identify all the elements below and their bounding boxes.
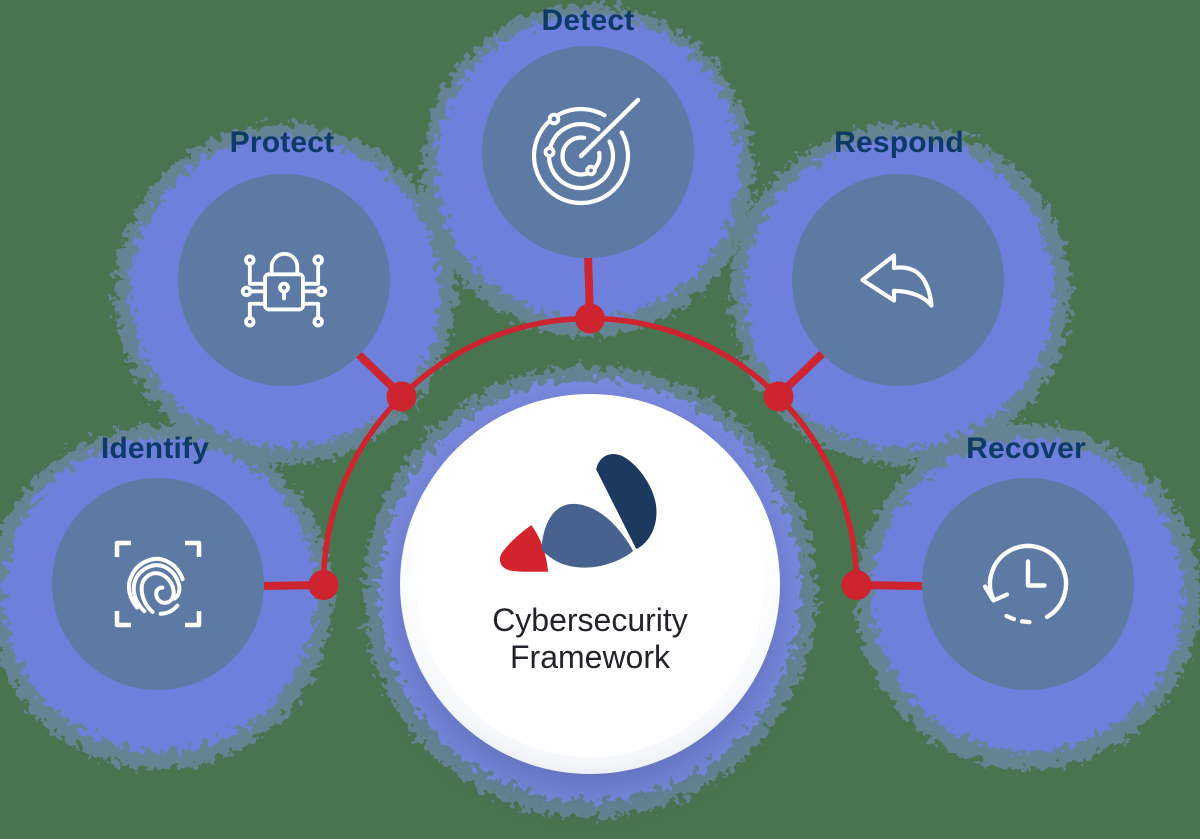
radar-needle: [578, 97, 641, 159]
lock-shackle: [269, 252, 300, 277]
radar-middle-ring: [546, 121, 616, 191]
fingerprint-scan-icon: [114, 540, 202, 628]
radar-inner-ring: [560, 135, 602, 177]
dot-recover: [841, 570, 872, 600]
connector-layer: [258, 250, 927, 600]
framework-title-line2: Framework: [509, 639, 670, 675]
fingerprint-ridges: [126, 556, 185, 616]
clock-hands: [1025, 559, 1047, 588]
clock-ring-arc: [987, 543, 1069, 620]
node-label-recover: Recover: [966, 432, 1086, 465]
framework-title-line1: Cybersecurity: [492, 602, 688, 638]
node-identify: [52, 478, 264, 690]
radar-blips: [543, 112, 597, 177]
node-label-identify: Identify: [100, 432, 210, 465]
reply-arrow-icon: [860, 252, 934, 308]
framework-title: Cybersecurity Framework: [400, 602, 780, 676]
center-circle-face: [417, 411, 763, 757]
logo-petal-navy: [596, 453, 657, 549]
circuit-lock-icon: [240, 252, 328, 328]
node-recover: [922, 478, 1134, 690]
node-label-respond: Respond: [834, 126, 964, 159]
logo-petal-red: [499, 525, 549, 572]
dot-identify: [308, 570, 339, 600]
arc-dash-2: [1019, 619, 1032, 625]
radar-icon: [532, 97, 641, 206]
node-respond: [792, 174, 1004, 386]
dot-detect: [575, 303, 605, 334]
center-circle: Cybersecurity Framework: [400, 394, 780, 774]
clock-history-icon: [982, 543, 1069, 625]
radar-outer-ring: [532, 106, 631, 206]
logo-petal-blue: [541, 503, 634, 568]
scan-corner-brackets: [114, 540, 202, 628]
three-petal-logo: [499, 453, 657, 572]
connector-dots: [308, 303, 872, 600]
circuit-traces: [247, 261, 321, 320]
circuit-nodes: [240, 254, 328, 328]
rotate-arrowhead: [982, 584, 1010, 603]
dot-respond: [763, 381, 794, 412]
node-label-detect: Detect: [541, 4, 635, 37]
node-protect: [178, 174, 390, 386]
arc-dash-1: [1004, 613, 1017, 622]
dot-protect: [386, 381, 417, 412]
node-detect: [482, 46, 694, 258]
node-label-protect: Protect: [229, 126, 335, 159]
reply-arrow-outline: [860, 252, 934, 308]
